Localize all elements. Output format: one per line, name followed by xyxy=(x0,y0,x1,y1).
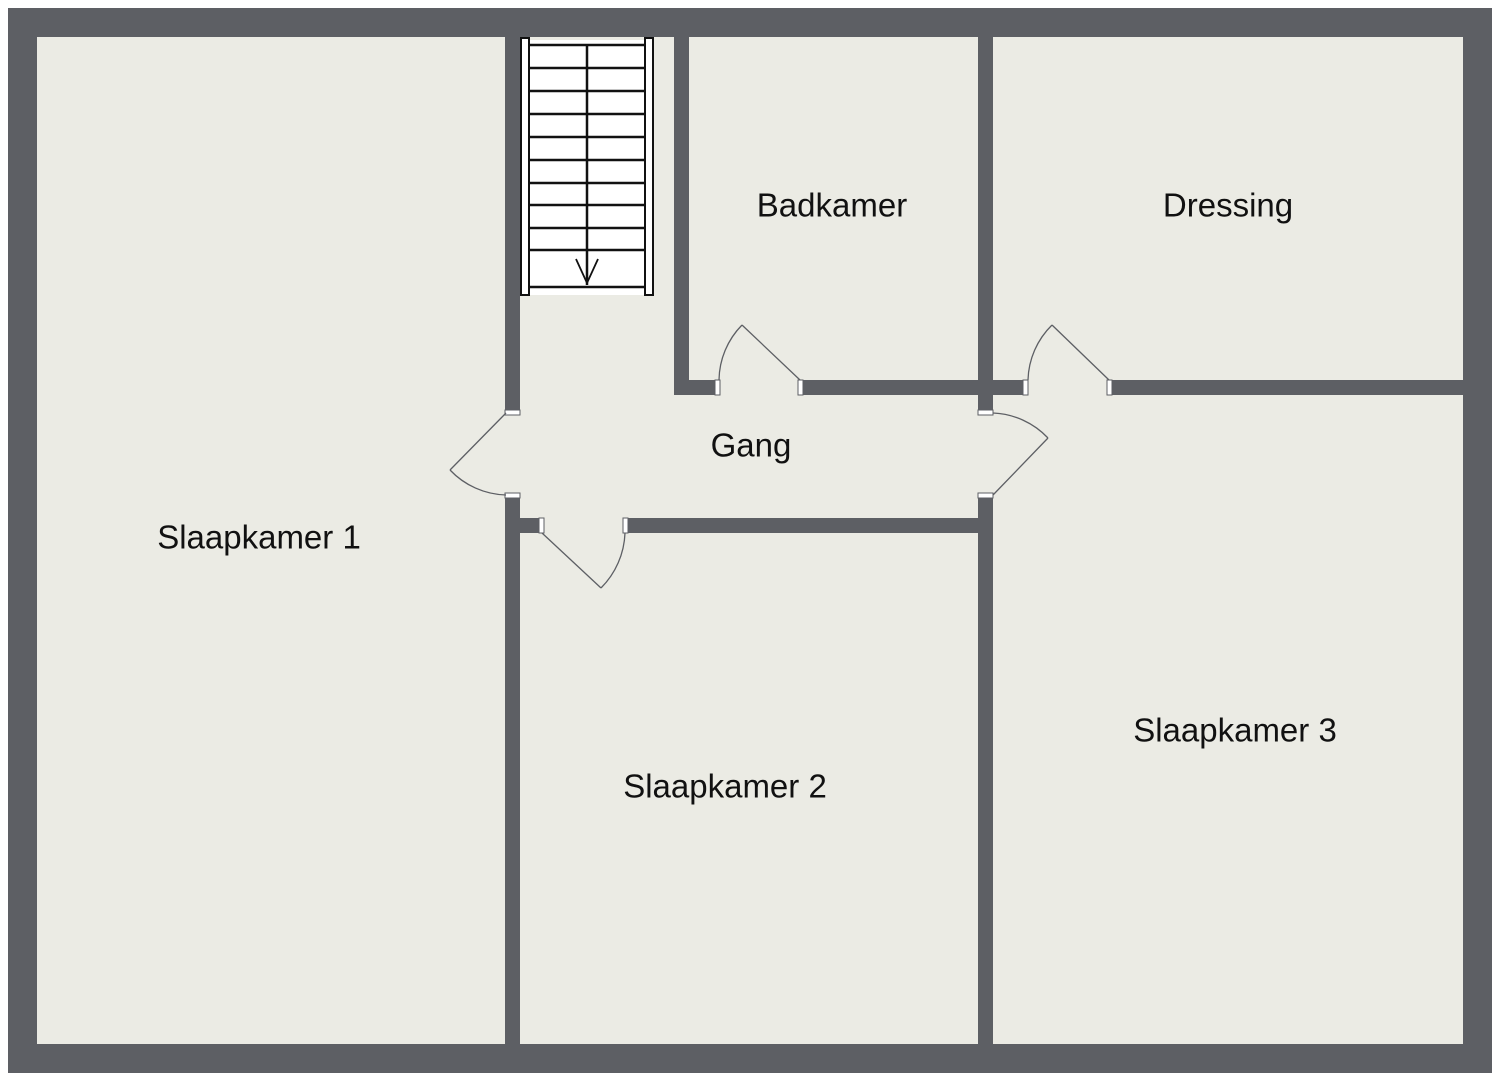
room-label-slaapkamer1: Slaapkamer 1 xyxy=(157,519,361,556)
door-slaapkamer3[interactable] xyxy=(992,412,1049,496)
arrow-down-icon xyxy=(575,258,599,286)
door-dressing[interactable] xyxy=(1027,324,1110,381)
door-slaapkamer1[interactable] xyxy=(449,412,507,496)
room-label-slaapkamer2: Slaapkamer 2 xyxy=(623,768,827,805)
interior-walls xyxy=(505,37,1463,1044)
floor xyxy=(37,37,1463,1044)
room-label-dressing: Dressing xyxy=(1163,187,1293,224)
room-label-gang: Gang xyxy=(711,427,792,464)
room-label-badkamer: Badkamer xyxy=(757,187,907,224)
staircase xyxy=(520,37,654,296)
door-jambs xyxy=(504,379,1113,534)
door-badkamer[interactable] xyxy=(718,324,801,381)
door-slaapkamer2[interactable] xyxy=(541,532,626,589)
room-label-slaapkamer3: Slaapkamer 3 xyxy=(1133,712,1337,749)
